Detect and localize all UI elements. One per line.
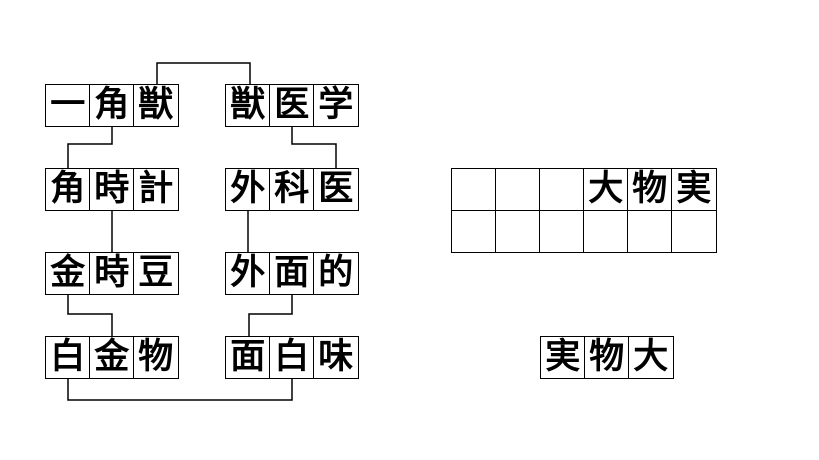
kanji-cell: 実 bbox=[540, 336, 586, 379]
kanji-cell: 白 bbox=[269, 336, 315, 379]
word-omoshiromi: 面 白 味 bbox=[225, 336, 359, 379]
answer-grid-row2 bbox=[451, 209, 717, 253]
grid-cell-r1c3[interactable] bbox=[539, 168, 585, 211]
kanji-cell: 計 bbox=[133, 168, 179, 211]
word-shirokanamono: 白 金 物 bbox=[45, 336, 179, 379]
kanji-cell: 大 bbox=[628, 336, 674, 379]
kanji-cell: 外 bbox=[225, 168, 271, 211]
word-gekai: 外 科 医 bbox=[225, 168, 359, 211]
connector-kin-icon bbox=[67, 295, 113, 337]
grid-cell-r1c5: 物 bbox=[627, 168, 673, 211]
grid-cell-r2c1[interactable] bbox=[451, 209, 497, 253]
kanji-cell: 的 bbox=[313, 252, 359, 295]
connector-kaku-icon bbox=[67, 127, 113, 169]
answer-grid-row1: 大 物 実 bbox=[451, 168, 717, 211]
kanji-cell: 一 bbox=[45, 84, 91, 127]
kanji-cell: 金 bbox=[45, 252, 91, 295]
connector-men-icon bbox=[248, 295, 293, 337]
grid-cell-r1c6: 実 bbox=[671, 168, 717, 211]
kanji-cell: 学 bbox=[313, 84, 359, 127]
kanji-cell: 医 bbox=[269, 84, 315, 127]
kanji-cell: 白 bbox=[45, 336, 91, 379]
grid-cell-r2c6[interactable] bbox=[671, 209, 717, 253]
kanji-cell: 物 bbox=[584, 336, 630, 379]
answer-grid: 大 物 実 bbox=[451, 168, 717, 253]
word-ikkakuju: 一 角 獣 bbox=[45, 84, 179, 127]
word-jitsubutsudai: 実 物 大 bbox=[540, 336, 674, 379]
kanji-cell: 金 bbox=[89, 336, 135, 379]
grid-cell-r2c3[interactable] bbox=[539, 209, 585, 253]
word-kintokimame: 金 時 豆 bbox=[45, 252, 179, 295]
kanji-cell: 時 bbox=[89, 252, 135, 295]
kanji-cell: 豆 bbox=[133, 252, 179, 295]
connector-kemono-icon bbox=[156, 62, 251, 86]
word-juigaku: 獣 医 学 bbox=[225, 84, 359, 127]
grid-cell-r1c1[interactable] bbox=[451, 168, 497, 211]
grid-cell-r2c4[interactable] bbox=[583, 209, 629, 253]
grid-cell-r1c2[interactable] bbox=[495, 168, 541, 211]
kanji-cell: 面 bbox=[269, 252, 315, 295]
grid-cell-r2c2[interactable] bbox=[495, 209, 541, 253]
kanji-cell: 面 bbox=[225, 336, 271, 379]
connector-i-icon bbox=[291, 127, 337, 169]
grid-cell-r2c5[interactable] bbox=[627, 209, 673, 253]
kanji-cell: 外 bbox=[225, 252, 271, 295]
kanji-cell: 角 bbox=[89, 84, 135, 127]
kanji-cell: 味 bbox=[313, 336, 359, 379]
connector-shiro-icon bbox=[67, 378, 293, 401]
kanji-cell: 角 bbox=[45, 168, 91, 211]
kanji-cell: 医 bbox=[313, 168, 359, 211]
kanji-cell: 科 bbox=[269, 168, 315, 211]
kanji-cell: 時 bbox=[89, 168, 135, 211]
kanji-cell: 物 bbox=[133, 336, 179, 379]
word-kadodokei: 角 時 計 bbox=[45, 168, 179, 211]
kanji-cell: 獣 bbox=[133, 84, 179, 127]
kanji-cell: 獣 bbox=[225, 84, 271, 127]
grid-cell-r1c4: 大 bbox=[583, 168, 629, 211]
word-gaimenteki: 外 面 的 bbox=[225, 252, 359, 295]
